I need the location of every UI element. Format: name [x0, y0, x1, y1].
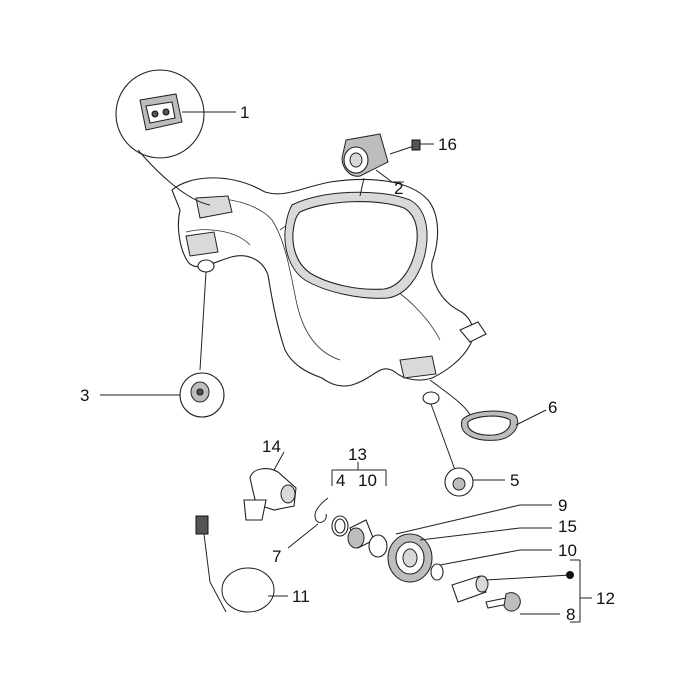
- callout-4: 4: [336, 471, 345, 490]
- callout-10a: 10: [358, 471, 377, 490]
- part-7-clip: [287, 497, 329, 549]
- handlebar-cover: [171, 177, 487, 405]
- part-16-screw: [389, 139, 434, 155]
- part-3-switch-detail: [100, 271, 225, 418]
- callout-2: 2: [394, 179, 403, 198]
- callout-5: 5: [510, 471, 519, 490]
- part-10-ring-lower: [430, 549, 521, 581]
- part-6-switch-cap: [429, 379, 547, 441]
- bracket-12: [570, 559, 592, 623]
- part-12-lock-cylinder: [451, 571, 574, 603]
- callout-14: 14: [262, 437, 281, 456]
- part-2-horn: [341, 133, 404, 197]
- part-8-key: [485, 592, 560, 615]
- callout-8: 8: [566, 605, 575, 624]
- callout-13: 13: [348, 445, 367, 464]
- part-10-bushing: [347, 519, 388, 558]
- callout-1: 1: [240, 103, 249, 122]
- callout-10b: 10: [558, 541, 577, 560]
- callout-7: 7: [272, 547, 281, 566]
- part-14-ignition-body: [243, 451, 297, 521]
- callout-6: 6: [548, 398, 557, 417]
- callout-12: 12: [596, 589, 615, 608]
- callout-16: 16: [438, 135, 457, 154]
- callout-15: 15: [558, 517, 577, 536]
- part-11-cable: [195, 515, 288, 613]
- part-15-lock-housing: [387, 504, 521, 583]
- callout-9: 9: [558, 496, 567, 515]
- part-1-switch-detail: [115, 69, 236, 206]
- callout-11: 11: [292, 587, 310, 606]
- callout-3: 3: [80, 386, 89, 405]
- bracket-13: [331, 462, 387, 486]
- part-5-switch: [430, 403, 505, 497]
- part-4-ring: [331, 515, 349, 537]
